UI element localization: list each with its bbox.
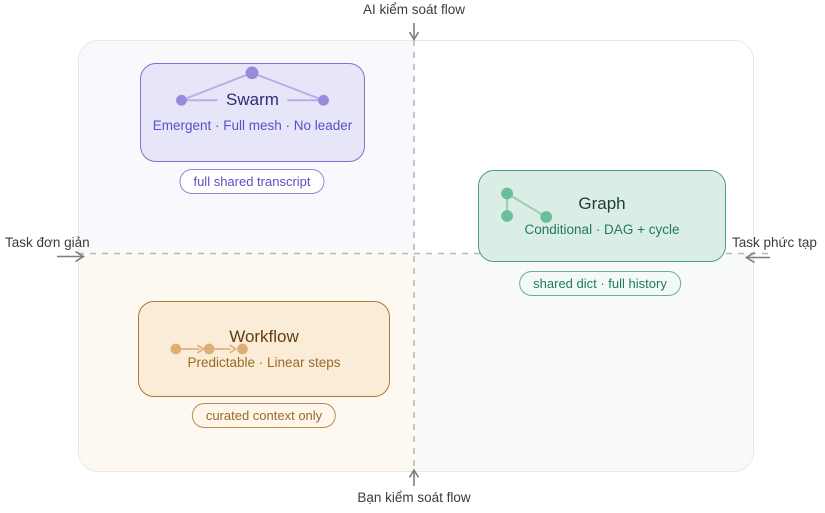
- graph-badge: shared dict · full history: [519, 271, 681, 296]
- swarm-subtitle: Emergent · Full mesh · No leader: [152, 118, 353, 133]
- graph-dag-icon: [501, 187, 553, 223]
- swarm-mesh-icon: [176, 66, 329, 106]
- arrow-down-icon: [408, 23, 420, 42]
- axis-label-top: AI kiểm soát flow: [362, 2, 466, 17]
- graph-subtitle: Conditional · DAG + cycle: [524, 221, 680, 237]
- workflow-subtitle: Predictable · Linear steps: [187, 354, 341, 370]
- axis-label-right: Task phức tạp: [732, 235, 817, 250]
- swarm-title: Swarm: [226, 90, 279, 109]
- workflow-title: Workflow: [229, 326, 299, 346]
- axis-label-left: Task đơn giản: [5, 235, 90, 250]
- workflow-badge: curated context only: [191, 403, 337, 428]
- swarm-card: Swarm Emergent · Full mesh · No leader: [140, 63, 365, 162]
- workflow-linear-icon: [170, 343, 248, 355]
- axis-label-bottom: Bạn kiểm soát flow: [357, 490, 471, 505]
- swarm-badge: full shared transcript: [179, 169, 325, 194]
- workflow-card: Workflow Predictable · Linear steps: [138, 301, 390, 397]
- graph-title: Graph: [578, 193, 626, 213]
- graph-card: Graph Conditional · DAG + cycle: [478, 170, 726, 262]
- arrow-up-icon: [408, 468, 420, 486]
